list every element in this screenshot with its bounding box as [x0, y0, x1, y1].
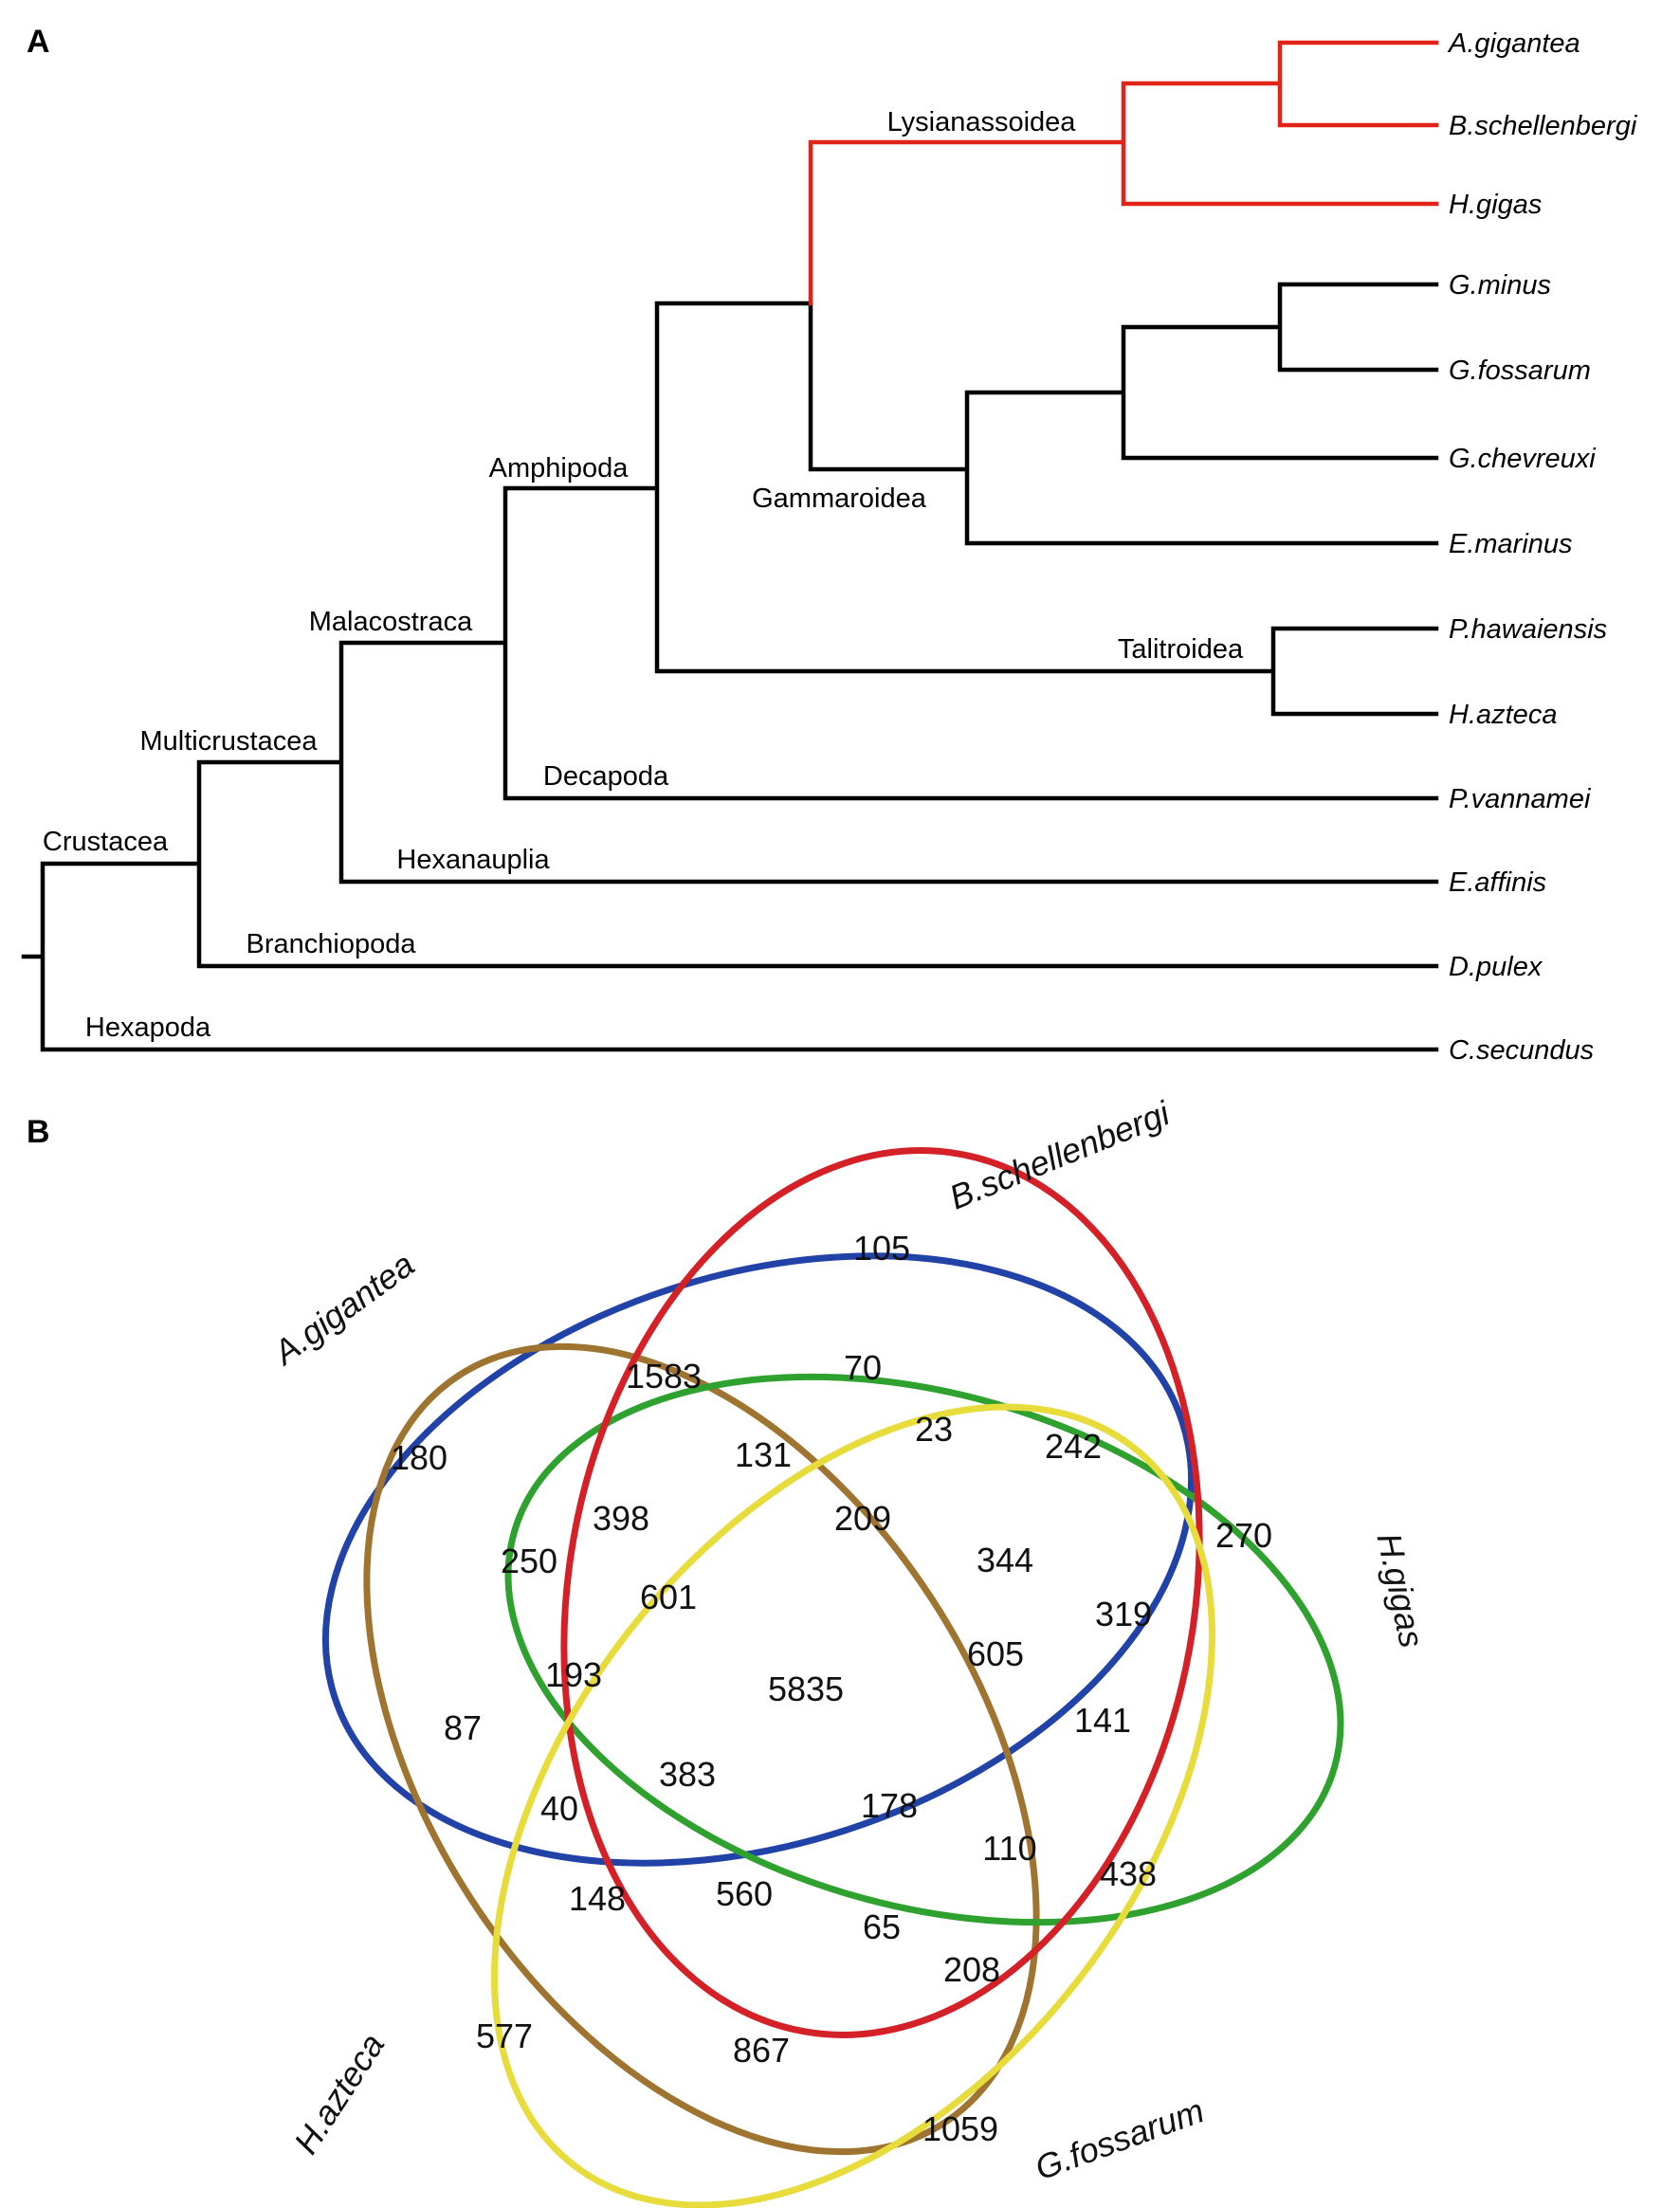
clade-label: Branchiopoda	[247, 929, 417, 959]
venn-region-count: 180	[391, 1438, 447, 1477]
venn-region-count: 577	[476, 2016, 533, 2055]
venn-region-count: 242	[1045, 1427, 1102, 1466]
venn-region-count: 65	[863, 1907, 901, 1946]
venn-set-label-G.fossarum: G.fossarum	[1030, 2090, 1209, 2187]
clade-label: Gammaroidea	[752, 484, 927, 514]
clade-label: Crustacea	[43, 827, 169, 857]
venn-region-count: 1059	[922, 2109, 998, 2148]
species-label: E.marinus	[1449, 529, 1573, 559]
venn-region-count: 23	[915, 1410, 953, 1449]
venn-region-count: 87	[444, 1708, 482, 1747]
venn-region-count: 208	[943, 1950, 1000, 1989]
species-label: G.fossarum	[1449, 356, 1591, 386]
clade-label: Malacostraca	[309, 607, 473, 637]
species-label: P.hawaiensis	[1449, 614, 1607, 645]
venn-region-count: 209	[834, 1499, 891, 1538]
species-label: H.azteca	[1449, 700, 1557, 730]
panel-a-label: A	[27, 24, 50, 60]
clade-label: Hexapoda	[85, 1013, 211, 1043]
tree-species-labels: A.giganteaB.schellenbergiH.gigasG.minusG…	[1447, 28, 1638, 1066]
species-label: B.schellenbergi	[1449, 111, 1638, 141]
venn-diagram: 105 1583 70 23 242 180 131 398 209 344 270 250 601 31…	[265, 1093, 1432, 2208]
species-label: G.minus	[1449, 270, 1551, 301]
species-label: G.chevreuxi	[1449, 444, 1597, 474]
venn-set-label-H.azteca: H.azteca	[286, 2026, 393, 2160]
panel-b-label: B	[27, 1114, 50, 1150]
clade-label: Talitroidea	[1118, 634, 1244, 665]
clade-label: Multicrustacea	[140, 726, 319, 757]
venn-ellipse-H.azteca	[363, 1342, 1040, 2156]
tree-branches	[21, 282, 1439, 1052]
venn-ellipse-A.gigantea	[321, 1252, 1196, 1867]
venn-region-count: 319	[1095, 1595, 1152, 1633]
venn-region-count: 40	[540, 1789, 578, 1828]
venn-ellipse-G.fossarum	[491, 1403, 1215, 2208]
venn-region-count: 601	[640, 1578, 697, 1616]
species-label: C.secundus	[1449, 1035, 1594, 1066]
venn-region-count: 5835	[768, 1670, 844, 1708]
tree-branches-highlighted	[808, 40, 1439, 306]
clade-label: Amphipoda	[489, 453, 630, 484]
clade-label: Hexanauplia	[396, 845, 550, 875]
venn-region-count: 605	[967, 1634, 1024, 1673]
species-label: E.affinis	[1449, 867, 1546, 898]
species-label: A.gigantea	[1447, 28, 1580, 59]
venn-region-count: 398	[593, 1499, 649, 1538]
venn-set-label-A.gigantea: A.gigantea	[265, 1245, 421, 1374]
venn-ellipses	[321, 1147, 1344, 2208]
species-label: H.gigas	[1449, 190, 1542, 220]
clade-label: Lysianassoidea	[887, 107, 1077, 137]
venn-region-count: 383	[659, 1755, 716, 1794]
venn-region-count: 105	[853, 1229, 910, 1268]
venn-region-count: 193	[545, 1655, 602, 1694]
venn-region-count: 148	[569, 1879, 626, 1918]
venn-region-count: 70	[844, 1348, 882, 1387]
venn-region-count: 344	[977, 1541, 1033, 1579]
species-label: D.pulex	[1449, 952, 1543, 982]
venn-set-label-H.gigas: H.gigas	[1369, 1529, 1431, 1651]
species-label: P.vannamei	[1449, 784, 1592, 814]
venn-region-count: 1583	[626, 1357, 702, 1396]
venn-region-count: 110	[982, 1829, 1036, 1868]
venn-ellipse-B.schellenbergi	[560, 1147, 1203, 2038]
clade-label: Decapoda	[543, 761, 669, 792]
venn-region-count: 250	[501, 1542, 557, 1580]
venn-region-count: 867	[733, 2031, 790, 2070]
phylogenetic-tree: A.giganteaB.schellenbergiH.gigasG.minusG…	[21, 28, 1638, 1066]
venn-region-count: 438	[1100, 1854, 1157, 1893]
venn-region-count: 141	[1074, 1701, 1131, 1740]
venn-region-count: 560	[716, 1874, 773, 1913]
venn-region-count: 131	[735, 1435, 792, 1474]
venn-region-count: 178	[861, 1786, 918, 1825]
venn-region-count: 270	[1215, 1516, 1272, 1555]
venn-ellipse-H.gigas	[504, 1373, 1344, 1926]
venn-numbers: 105 1583 70 23 242 180 131 398 209 344 270 250 601 31…	[391, 1229, 1272, 2148]
